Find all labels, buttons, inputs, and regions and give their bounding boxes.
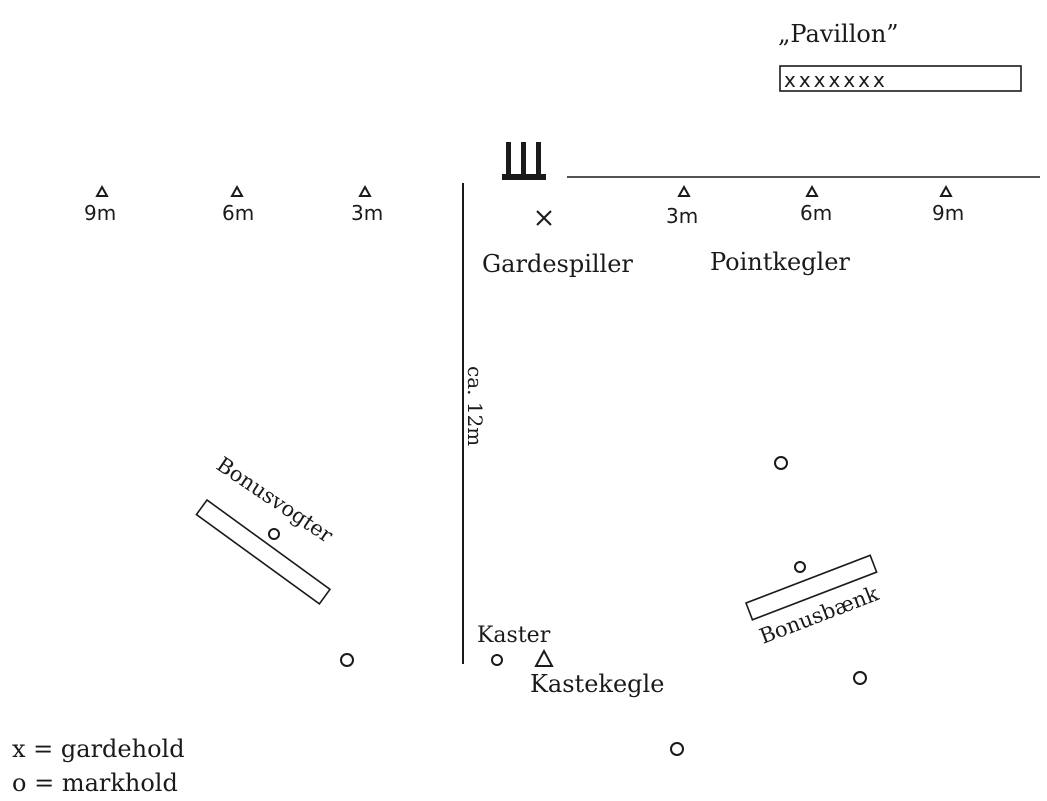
distance-marker-left-6m: 6m	[222, 184, 254, 225]
bonus-guard-label: Bonusvogter	[212, 452, 338, 548]
svg-text:9m: 9m	[932, 201, 964, 225]
outfield-player-marker	[853, 671, 867, 685]
svg-text:6m: 6m	[800, 201, 832, 225]
svg-text:3m: 3m	[666, 204, 698, 228]
legend-x-item: x = gardehold	[12, 735, 185, 763]
distance-marker-left-3m: 3m	[351, 184, 383, 225]
svg-text:3m: 3m	[351, 201, 383, 225]
svg-text:9m: 9m	[84, 201, 116, 225]
triangle-icon	[805, 184, 819, 197]
guard-player-label: Gardespiller	[482, 250, 633, 278]
triangle-icon	[95, 184, 109, 197]
triangle-icon	[358, 184, 372, 197]
legend-o-item: o = markhold	[12, 769, 178, 797]
triangle-icon	[939, 184, 953, 197]
triangle-icon	[230, 184, 244, 197]
pavilion-marks: xxxxxxx	[784, 68, 888, 92]
thrower-label: Kaster	[477, 623, 551, 648]
distance-marker-right-3m: 3m	[666, 184, 698, 228]
distance-marker-right-9m: 9m	[932, 184, 964, 225]
throw-pin-triangle-icon	[534, 648, 554, 667]
outfield-player-marker	[268, 528, 280, 540]
outfield-player-marker	[774, 456, 788, 470]
pavilion-label: „Pavillon”	[778, 20, 899, 48]
outfield-player-marker	[340, 653, 354, 667]
thrower-marker	[491, 654, 503, 666]
throw-pin-label: Kastekegle	[530, 670, 664, 698]
outfield-player-marker	[670, 742, 684, 756]
distance-marker-left-9m: 9m	[84, 184, 116, 225]
distance-marker-right-6m: 6m	[800, 184, 832, 225]
bonus-guard-box	[195, 498, 332, 606]
field-length-label: ca. 12m	[463, 366, 487, 446]
point-pin-label: Pointkegler	[710, 248, 850, 276]
bonus-bench-box	[744, 554, 878, 621]
svg-text:6m: 6m	[222, 201, 254, 225]
pavilion-box	[779, 65, 1022, 92]
outfield-player-marker	[794, 561, 806, 573]
wicket-pins-icon	[502, 142, 546, 180]
triangle-icon	[677, 184, 691, 197]
guard-player-x-icon	[536, 210, 552, 226]
